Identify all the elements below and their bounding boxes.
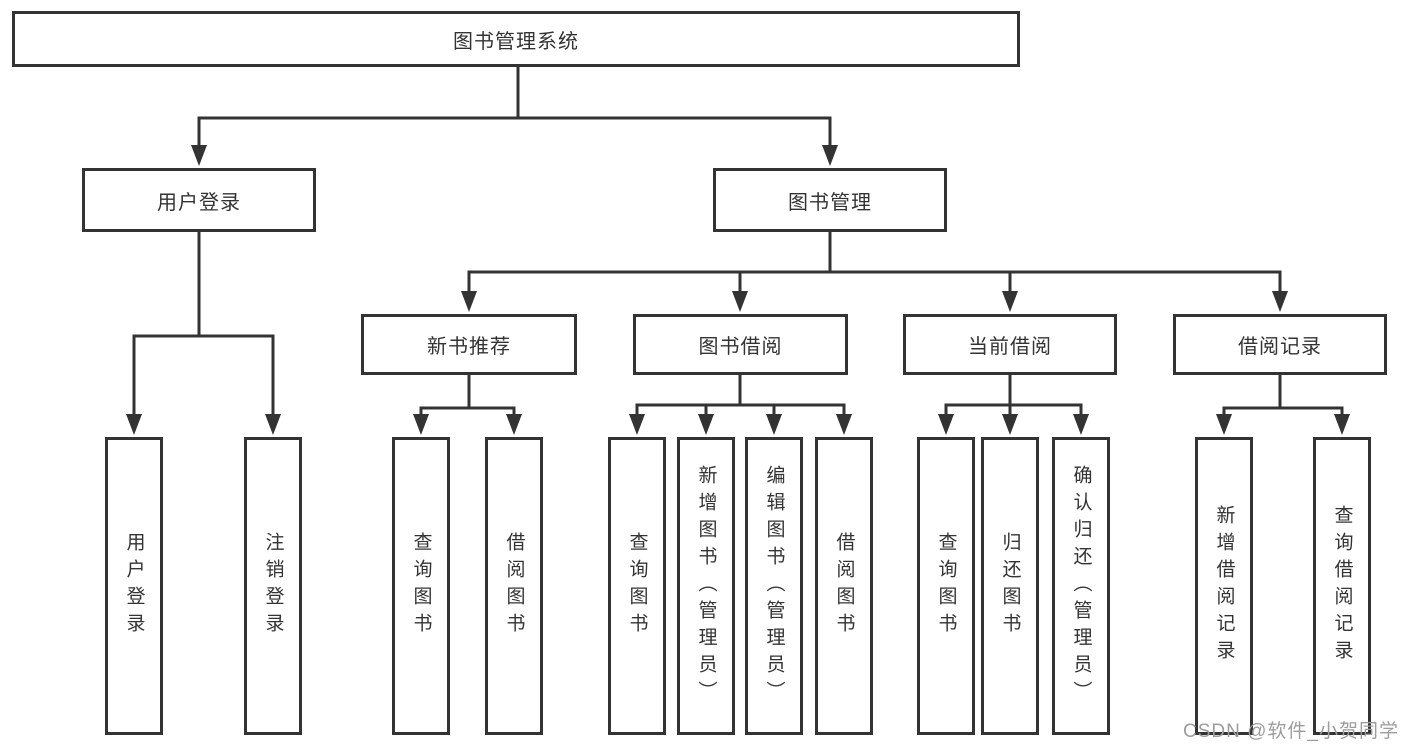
leaf-query-books-recommend: 查询图书	[392, 437, 450, 735]
leaf-return-books: 归还图书	[981, 437, 1039, 735]
node-label: 图书借阅	[698, 336, 783, 358]
node-label: 图书管理	[788, 191, 872, 214]
leaf-query-books-current: 查询图书	[917, 437, 975, 735]
node-borrowing-records: 借阅记录	[1173, 314, 1387, 375]
node-user-login: 用户登录	[82, 168, 316, 232]
watermark-text: CSDN @软件_小贺同学	[1183, 721, 1399, 742]
node-label: 注销登录	[262, 532, 284, 640]
node-current-borrowing: 当前借阅	[903, 314, 1117, 375]
leaf-borrow-books-borrowing: 借阅图书	[815, 437, 873, 735]
node-label: 借阅记录	[1238, 336, 1322, 358]
leaf-add-book-admin: 新增图书（管理员）	[677, 437, 735, 735]
leaf-user-login: 用户登录	[105, 437, 163, 735]
leaf-borrow-books-recommend: 借阅图书	[485, 437, 543, 735]
leaf-confirm-return-admin: 确认归还（管理员）	[1052, 437, 1110, 735]
node-label: 查询图书	[410, 532, 432, 640]
node-label: 确认归还（管理员）	[1070, 464, 1092, 708]
node-label: 归还图书	[999, 532, 1021, 640]
node-new-book-recommendation: 新书推荐	[361, 314, 577, 375]
leaf-query-books-borrowing: 查询图书	[608, 437, 666, 735]
node-label: 查询图书	[935, 532, 957, 640]
node-label: 借阅图书	[833, 532, 855, 640]
leaf-query-borrow-record: 查询借阅记录	[1313, 437, 1371, 735]
node-label: 新增借阅记录	[1213, 505, 1235, 667]
node-label: 用户登录	[157, 191, 241, 214]
node-label: 借阅图书	[503, 532, 525, 640]
node-label: 查询图书	[626, 532, 648, 640]
node-label: 新书推荐	[427, 336, 511, 358]
node-label: 用户登录	[123, 532, 145, 640]
node-label: 新增图书（管理员）	[695, 464, 717, 708]
leaf-logout: 注销登录	[244, 437, 302, 735]
node-label: 图书管理系统	[453, 30, 579, 53]
node-label: 当前借阅	[968, 336, 1052, 358]
leaf-edit-book-admin: 编辑图书（管理员）	[745, 437, 803, 735]
node-library-system: 图书管理系统	[12, 11, 1020, 67]
node-book-borrowing: 图书借阅	[633, 314, 848, 375]
node-label: 编辑图书（管理员）	[763, 464, 785, 708]
node-book-management: 图书管理	[713, 168, 947, 232]
leaf-add-borrow-record: 新增借阅记录	[1195, 437, 1253, 735]
node-label: 查询借阅记录	[1331, 505, 1353, 667]
